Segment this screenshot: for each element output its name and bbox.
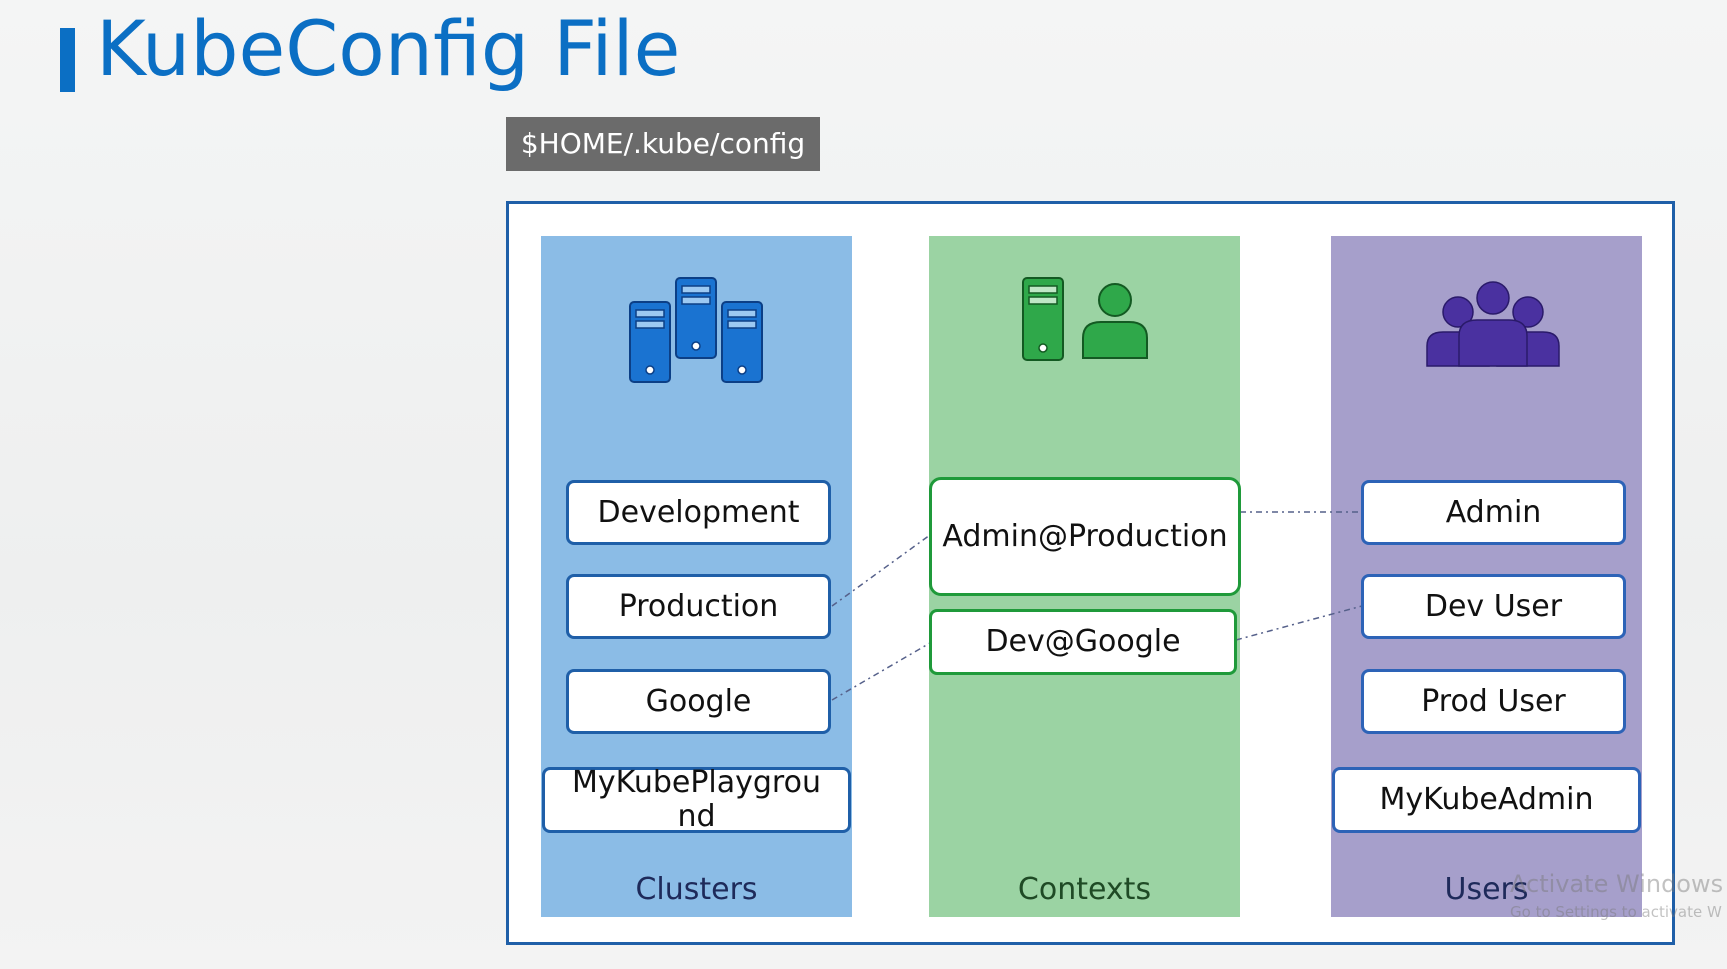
link-production-admin-at-production <box>831 534 931 607</box>
server-cluster-icon <box>629 277 763 383</box>
clusters-label: Clusters <box>635 872 758 907</box>
config-path-badge: $HOME/.kube/config <box>506 117 820 171</box>
user-mykubeadmin[interactable]: MyKubeAdmin <box>1332 767 1641 833</box>
title-accent-bar <box>60 28 75 92</box>
contexts-label: Contexts <box>1017 872 1152 907</box>
server-user-icon <box>1022 277 1148 361</box>
cluster-production[interactable]: Production <box>566 574 831 639</box>
context-dev-at-google[interactable]: Dev@Google <box>929 609 1237 675</box>
activate-windows-hint: Go to Settings to activate W <box>1510 903 1722 921</box>
users-label: Users <box>1444 872 1529 907</box>
link-google-dev-at-google <box>831 642 931 701</box>
cluster-google[interactable]: Google <box>566 669 831 734</box>
context-admin-at-production[interactable]: Admin@Production <box>929 477 1241 596</box>
page-title: KubeConfig File <box>96 4 681 93</box>
activate-windows-watermark: Activate Windows <box>1510 870 1724 898</box>
link-dev-at-google-dev-user <box>1235 605 1363 641</box>
user-admin[interactable]: Admin <box>1361 480 1626 545</box>
user-prod-user[interactable]: Prod User <box>1361 669 1626 734</box>
cluster-mykubeplayground[interactable]: MyKubePlayground <box>542 766 851 834</box>
cluster-development[interactable]: Development <box>566 480 831 545</box>
user-group-icon <box>1426 281 1560 367</box>
user-dev-user[interactable]: Dev User <box>1361 574 1626 639</box>
